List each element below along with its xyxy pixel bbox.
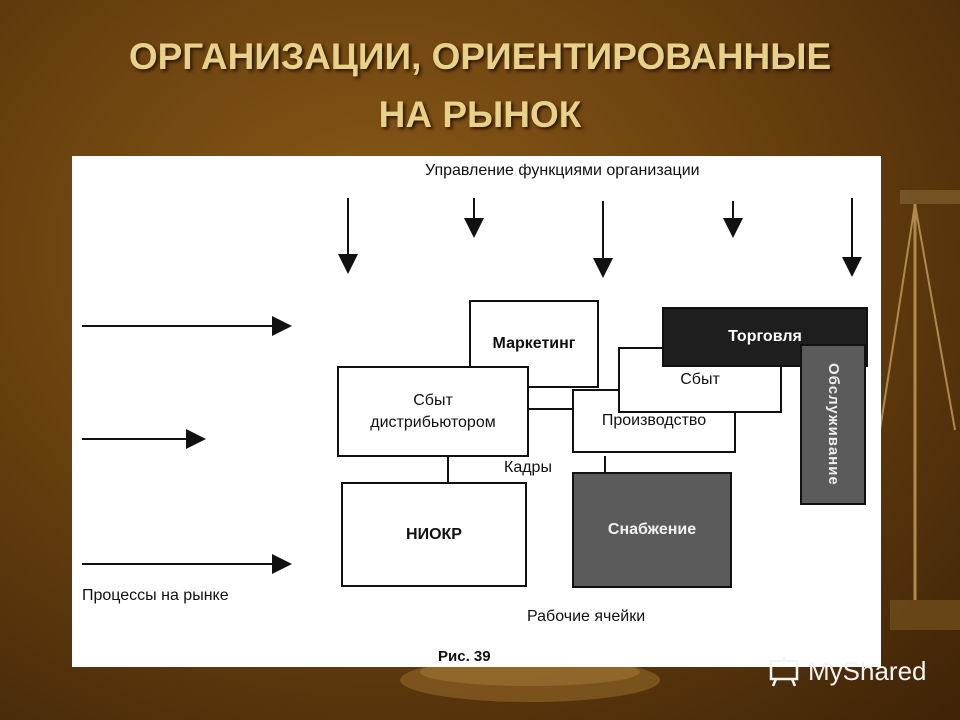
service-label: Обслуживание bbox=[825, 363, 842, 486]
presentation-icon bbox=[769, 656, 799, 686]
distributor-line-1: Сбыт bbox=[413, 391, 453, 409]
scales-decoration bbox=[879, 190, 960, 630]
bottom-label: Рабочие ячейки bbox=[527, 608, 646, 625]
label-personnel: Кадры bbox=[504, 459, 552, 476]
box-distributor-sales: Сбыт дистрибьютором bbox=[337, 366, 529, 457]
distributor-line-2: дистрибьютором bbox=[370, 413, 496, 431]
figure-caption: Рис. 39 bbox=[438, 648, 491, 665]
slide-title: ОРГАНИЗАЦИИ, ОРИЕНТИРОВАННЫЕ НА РЫНОК bbox=[0, 28, 960, 144]
box-supply: Снабжение bbox=[572, 472, 732, 588]
title-line-1: ОРГАНИЗАЦИИ, ОРИЕНТИРОВАННЫЕ bbox=[128, 36, 832, 77]
top-label: Управление функциями организации bbox=[425, 162, 700, 179]
left-label: Процессы на рынке bbox=[82, 587, 229, 604]
box-rnd: НИОКР bbox=[341, 482, 527, 587]
box-service: Обслуживание bbox=[800, 344, 866, 505]
title-line-2: НА РЫНОК bbox=[378, 94, 582, 135]
watermark: MyShared bbox=[768, 656, 927, 687]
box-marketing: Маркетинг bbox=[469, 300, 599, 388]
diagram-panel: Управление функциями организации Процесс… bbox=[72, 156, 881, 667]
watermark-text: MyShared bbox=[808, 656, 927, 686]
